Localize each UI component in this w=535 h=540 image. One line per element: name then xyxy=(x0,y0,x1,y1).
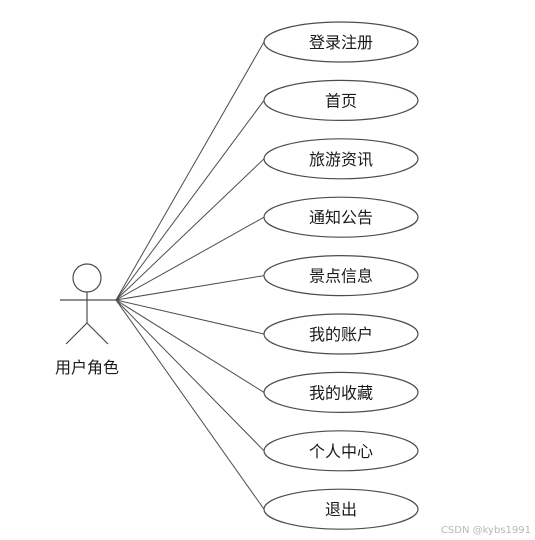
actor-user-role: 用户角色 xyxy=(55,263,119,377)
association-line-uc-scenic-info xyxy=(115,275,265,301)
use-case-label: 景点信息 xyxy=(309,267,373,286)
use-case-ellipse xyxy=(263,430,419,472)
association-line-uc-my-account xyxy=(115,299,265,335)
watermark: CSDN @kybs1991 xyxy=(441,525,531,536)
actor-left-leg xyxy=(65,322,88,345)
use-case-ellipse xyxy=(263,488,419,530)
use-case-uc-travel-news: 旅游资讯 xyxy=(263,138,419,180)
use-case-ellipse xyxy=(263,313,419,355)
use-case-uc-scenic-info: 景点信息 xyxy=(263,255,419,297)
association-line-uc-my-favorites xyxy=(115,299,265,393)
association-line-uc-logout xyxy=(115,299,265,510)
use-case-label: 旅游资讯 xyxy=(309,150,373,169)
use-case-label: 我的账户 xyxy=(309,325,373,344)
use-case-ellipse xyxy=(263,371,419,413)
use-case-uc-personal-center: 个人中心 xyxy=(263,430,419,472)
use-case-uc-home: 首页 xyxy=(263,79,419,122)
use-case-label: 通知公告 xyxy=(309,208,373,227)
use-case-uc-my-favorites: 我的收藏 xyxy=(263,371,419,413)
use-case-label: 登录注册 xyxy=(309,33,373,52)
association-line-uc-personal-center xyxy=(115,299,265,452)
use-case-label: 个人中心 xyxy=(309,442,373,461)
actor-head xyxy=(72,263,102,293)
use-case-label: 首页 xyxy=(325,91,357,110)
use-case-ellipse xyxy=(263,79,419,122)
association-line-uc-notice xyxy=(115,216,265,301)
actor-label: 用户角色 xyxy=(55,358,119,377)
use-case-ellipse xyxy=(263,255,419,297)
actor-right-leg xyxy=(86,322,109,345)
use-case-ellipse xyxy=(263,21,419,63)
use-case-uc-my-account: 我的账户 xyxy=(263,313,419,355)
use-case-uc-login-register: 登录注册 xyxy=(263,21,419,63)
association-line-uc-travel-news xyxy=(115,158,265,301)
use-case-uc-notice: 通知公告 xyxy=(263,196,419,238)
use-case-ellipse xyxy=(263,196,419,238)
use-case-ellipse xyxy=(263,138,419,180)
use-case-label: 我的收藏 xyxy=(309,383,373,402)
use-case-label: 退出 xyxy=(325,500,357,519)
association-lines xyxy=(115,41,265,510)
use-case-uc-logout: 退出 xyxy=(263,488,419,530)
association-line-uc-home xyxy=(115,100,265,301)
association-line-uc-login-register xyxy=(115,41,265,301)
